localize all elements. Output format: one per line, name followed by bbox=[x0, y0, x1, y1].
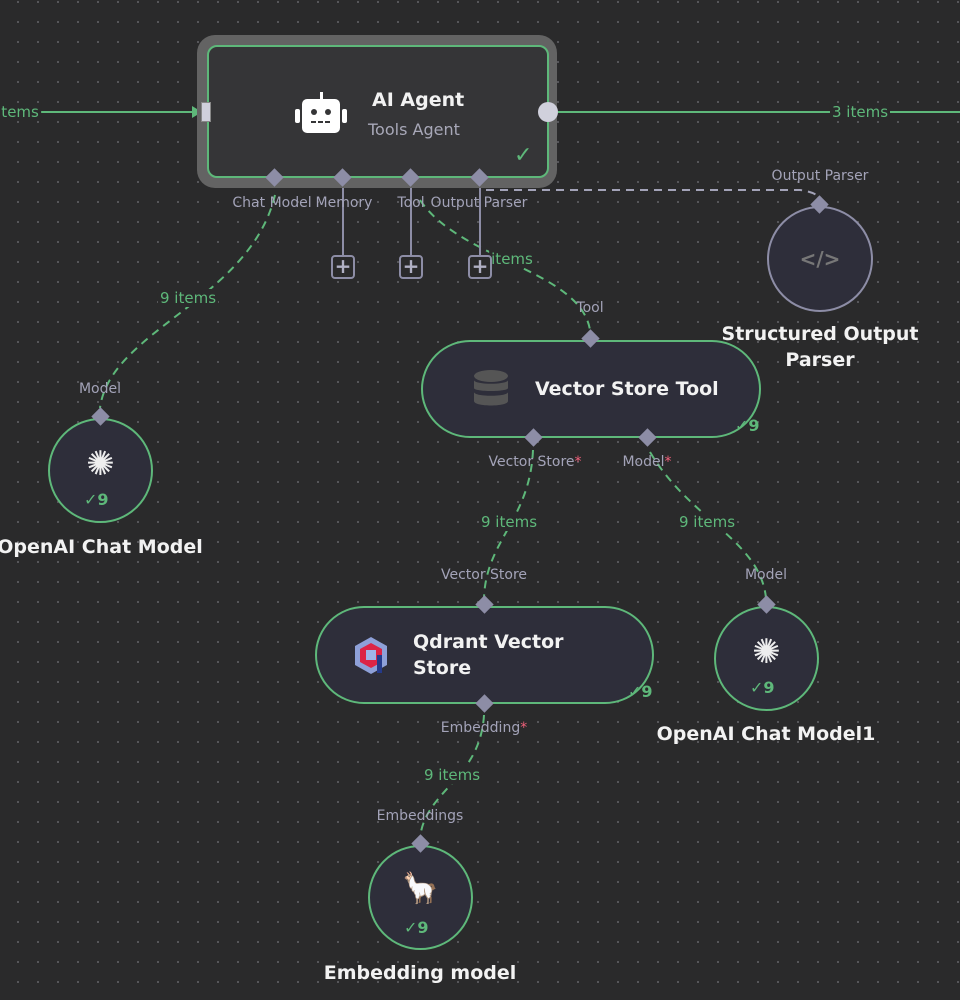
output-parser-handle-label: Output Parser bbox=[771, 168, 869, 184]
ai-agent-node[interactable]: AI Agent Tools Agent ✓ bbox=[207, 45, 549, 178]
handle-label-memory: Memory bbox=[315, 195, 373, 211]
ai-agent-input-handle[interactable] bbox=[201, 102, 211, 122]
vector-store-tool-node[interactable]: Vector Store Tool bbox=[421, 340, 761, 438]
embedding-model-title: Embedding model bbox=[323, 962, 517, 984]
embedding-items-label: 9 items bbox=[421, 766, 483, 784]
qdrant-handle-label: Vector Store bbox=[440, 567, 528, 583]
openai-chat-model1-title: OpenAI Chat Model1 bbox=[656, 723, 876, 745]
vector-store-items-label: 9 items bbox=[478, 513, 540, 531]
tool-handle-label: Tool bbox=[576, 300, 604, 316]
openai-icon: ✺ bbox=[752, 631, 781, 672]
openai1-handle-label: Model bbox=[744, 567, 788, 583]
ollama-icon: 🦙 bbox=[401, 871, 440, 906]
embeddings-handle-label: Embeddings bbox=[376, 808, 464, 824]
robot-icon bbox=[295, 92, 347, 133]
vector-store-tool-title: Vector Store Tool bbox=[535, 378, 719, 400]
qdrant-icon bbox=[355, 637, 387, 674]
handle-label-output-parser: Output Parser bbox=[430, 195, 528, 211]
add-output-parser-button[interactable]: + bbox=[468, 255, 492, 279]
ai-agent-title: AI Agent bbox=[372, 89, 465, 111]
handle-label-tool: Tool bbox=[397, 195, 425, 211]
vector-store-tool-count: ✓9 bbox=[735, 416, 760, 435]
openai-chat-model-count: ✓9 bbox=[84, 490, 109, 509]
embedding-handle-label: Embedding* bbox=[440, 720, 528, 736]
ai-agent-output-handle[interactable] bbox=[538, 102, 558, 122]
structured-output-parser-node[interactable]: </> bbox=[767, 206, 873, 312]
openai-chat-model1-count: ✓9 bbox=[750, 678, 775, 697]
qdrant-count: ✓9 bbox=[628, 682, 653, 701]
chat-model-items-label: 9 items bbox=[157, 289, 219, 307]
code-icon: </> bbox=[799, 247, 841, 271]
input-items-label: items bbox=[0, 103, 41, 121]
model-handle-label: Model* bbox=[622, 454, 672, 470]
openai-icon: ✺ bbox=[86, 443, 115, 484]
embedding-model-count: ✓9 bbox=[404, 918, 429, 937]
ai-agent-subtitle: Tools Agent bbox=[368, 120, 460, 139]
add-tool-button[interactable]: + bbox=[399, 255, 423, 279]
openai-model-handle-label: Model bbox=[78, 381, 122, 397]
success-check-icon: ✓ bbox=[514, 143, 533, 168]
edge-output-parser[interactable] bbox=[486, 189, 821, 199]
output-items-label: 3 items bbox=[829, 103, 891, 121]
add-memory-button[interactable]: + bbox=[331, 255, 355, 279]
embedding-model-node[interactable]: 🦙 bbox=[368, 845, 473, 950]
handle-label-chat-model: Chat Model bbox=[232, 195, 312, 211]
model-items-label: 9 items bbox=[676, 513, 738, 531]
vector-store-handle-label: Vector Store* bbox=[488, 454, 582, 470]
database-icon bbox=[474, 370, 508, 406]
tool-items-label: items bbox=[489, 250, 535, 268]
openai-chat-model-title: OpenAI Chat Model bbox=[0, 536, 203, 558]
